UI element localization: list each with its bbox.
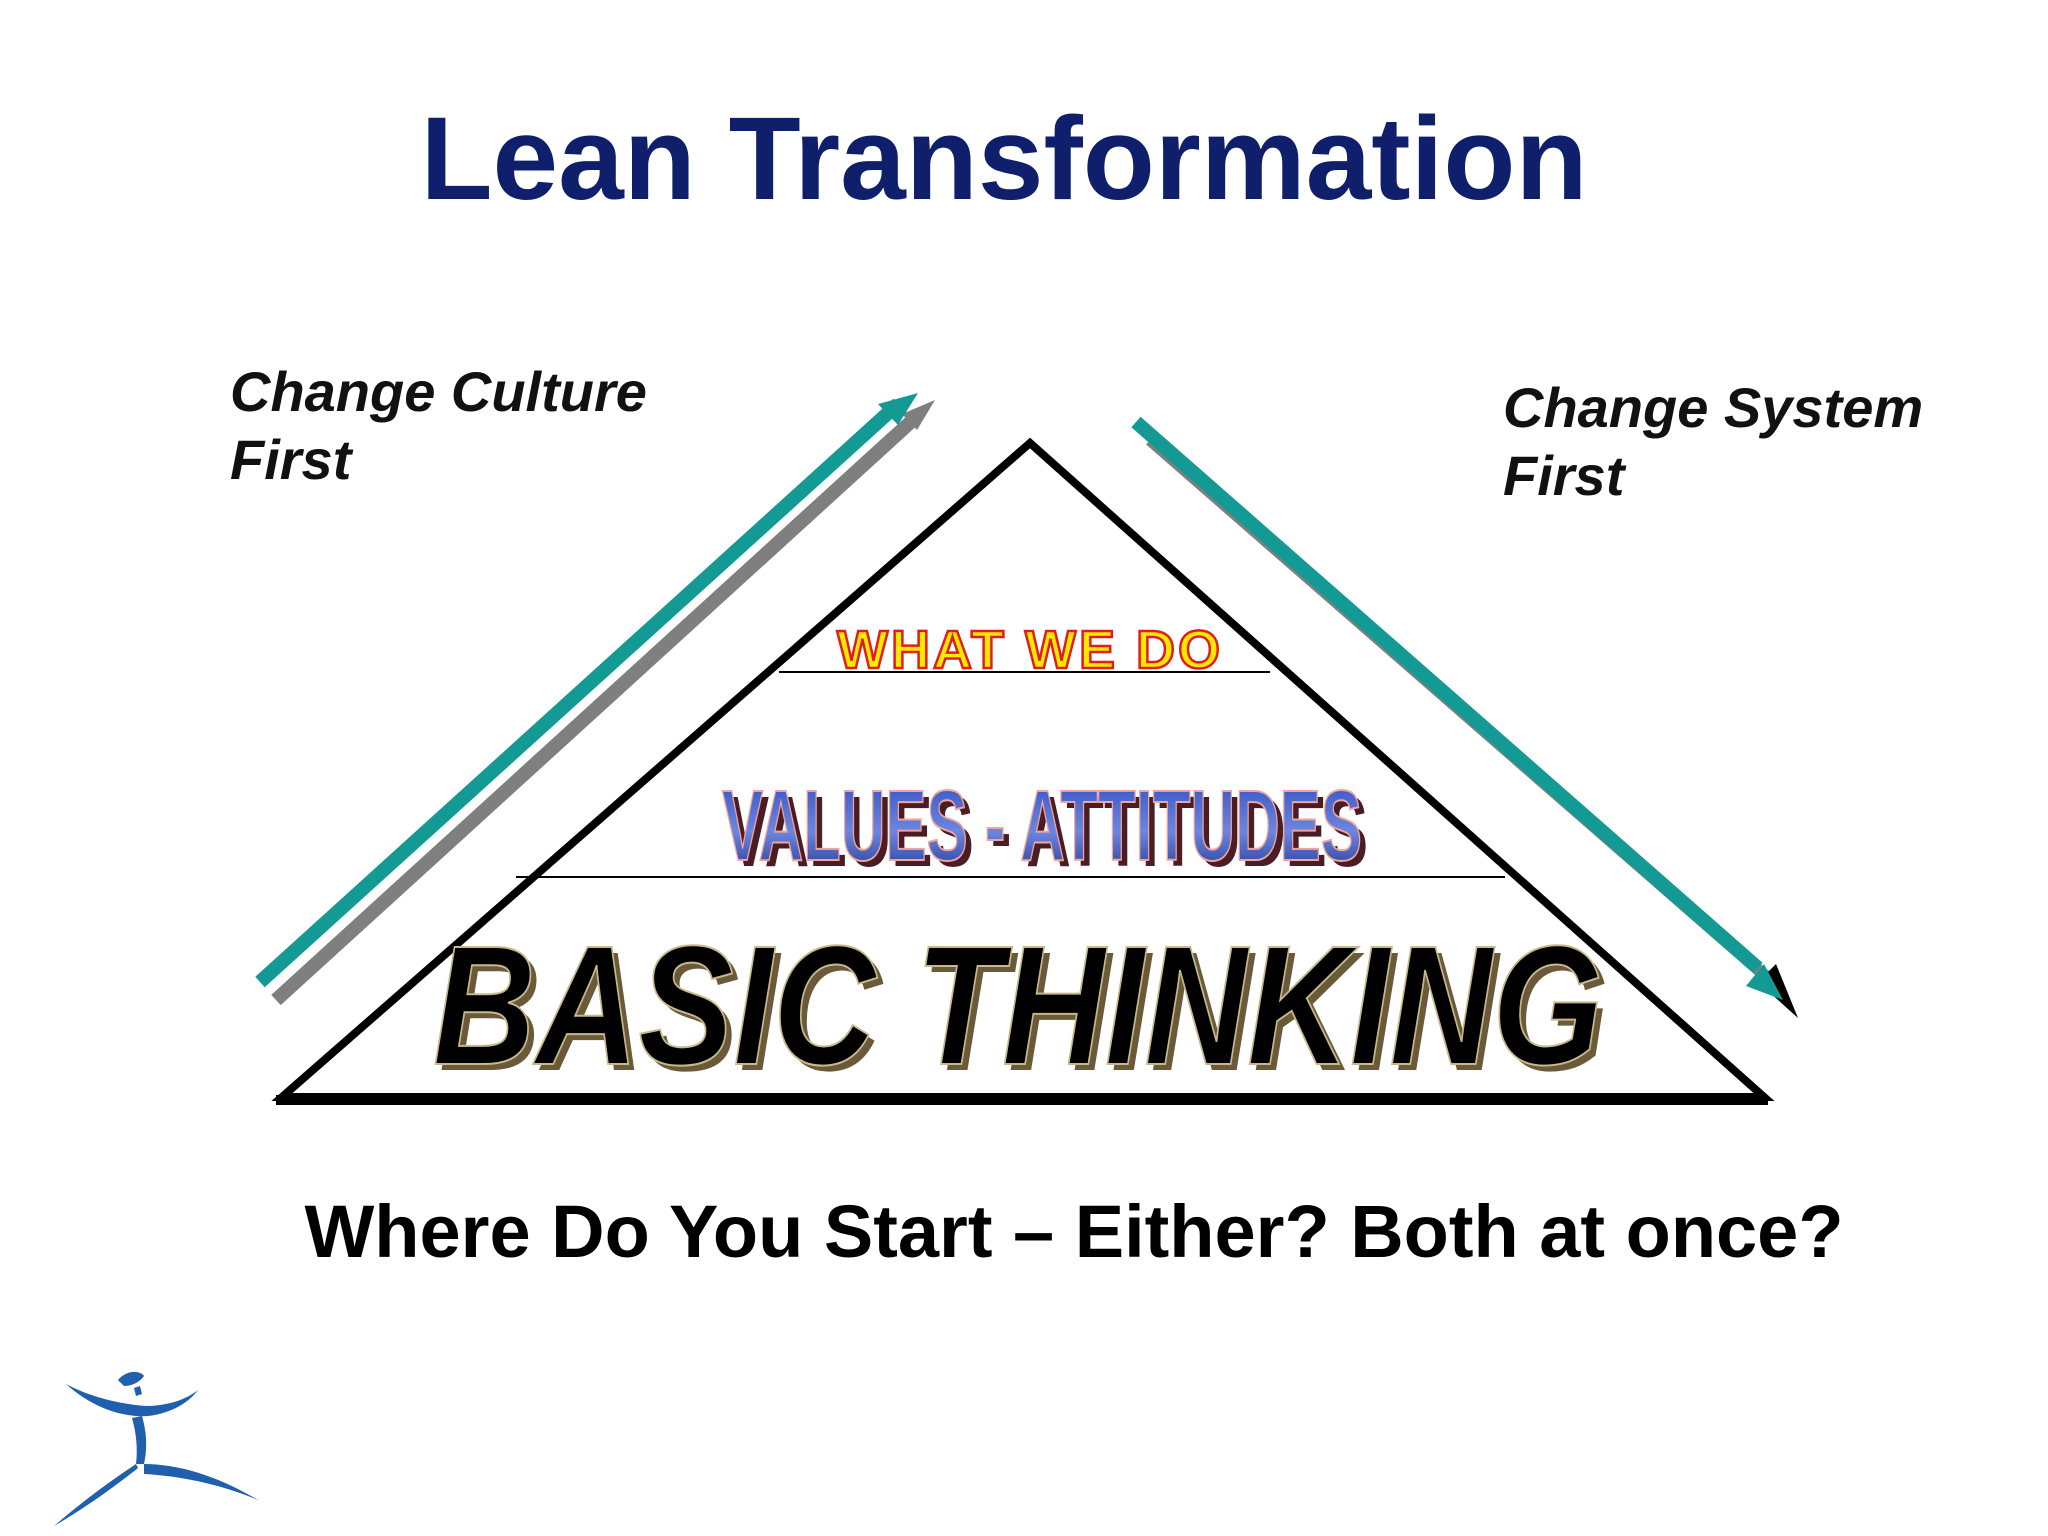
change-system-label: Change System First: [1503, 374, 1923, 510]
level-top-label: WHAT WE DO: [837, 620, 1223, 680]
gray-arrow-head: [902, 400, 935, 430]
level-middle-label: VALUES - ATTITUDES: [722, 770, 1362, 882]
change-culture-label-line2: First: [230, 428, 352, 491]
level-middle-label-shadow: VALUES - ATTITUDES: [728, 776, 1368, 888]
change-system-label-line1: Change System: [1503, 376, 1924, 439]
change-system-arrow: [1131, 416, 1798, 1018]
leaping-figure-logo-icon: [54, 1371, 258, 1526]
teal-arrow-shaft-right: [1131, 416, 1763, 974]
teal-arrow-head-right: [1746, 964, 1783, 1000]
teal-arrow-shaft: [255, 398, 903, 988]
question-text: Where Do You Start – Either? Both at onc…: [304, 1190, 1844, 1273]
slide-title: Lean Transformation: [420, 93, 1588, 225]
gray-arrow-shaft: [271, 412, 920, 1006]
change-system-label-line2: First: [1503, 444, 1625, 507]
teal-arrow-head: [878, 393, 918, 425]
change-culture-arrow: [255, 393, 935, 1006]
level-base-label: BASIC THINKING: [433, 911, 1603, 1101]
level-base-label-shadow: BASIC THINKING: [439, 917, 1609, 1107]
change-culture-label: Change Culture First: [230, 358, 647, 494]
change-culture-label-line1: Change Culture: [230, 360, 647, 423]
